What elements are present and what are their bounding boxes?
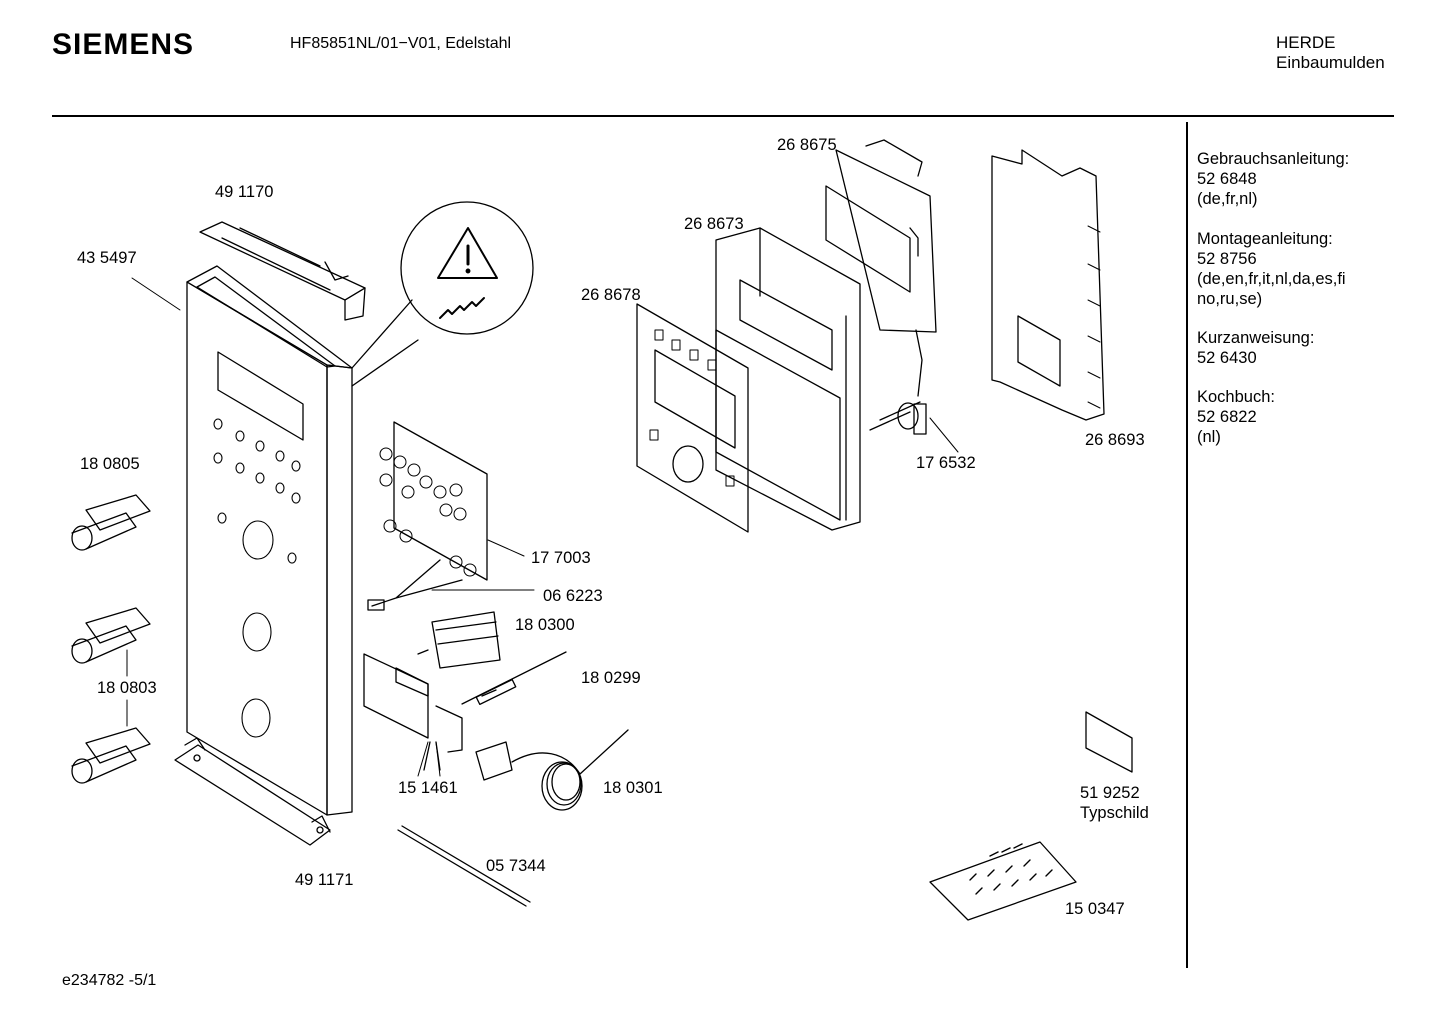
doc-title: Kurzanweisung:: [1197, 329, 1315, 347]
doc-montageanleitung: Montageanleitung: 52 8756 (de,en,fr,it,n…: [1197, 229, 1346, 309]
part-label: 17 6532: [916, 454, 976, 472]
model-title: HF85851NL/01−V01, Edelstahl: [290, 35, 512, 52]
selector-switch-drawing: [417, 611, 501, 669]
category-line-1: HERDE: [1276, 33, 1336, 52]
ribbon-module-drawing: [825, 139, 937, 333]
part-label: 51 9252: [1080, 784, 1140, 802]
doc-number: 52 6822: [1197, 408, 1257, 426]
rating-plate-drawing: [1085, 711, 1133, 773]
warning-detail-drawing: [351, 201, 534, 387]
part-label: 26 8673: [684, 215, 744, 233]
bracket-drawing: [363, 653, 463, 771]
doc-number: 52 6848: [1197, 170, 1257, 188]
part-label: 18 0803: [97, 679, 157, 697]
doc-title: Montageanleitung:: [1197, 230, 1333, 248]
doc-title: Gebrauchsanleitung:: [1197, 150, 1350, 168]
part-label: 15 0347: [1065, 900, 1125, 918]
part-label: 18 0805: [80, 455, 140, 473]
part-label: 43 5497: [77, 249, 137, 267]
part-label: 05 7344: [486, 857, 546, 875]
part-label: 26 8675: [777, 136, 837, 154]
doc-kochbuch: Kochbuch: 52 6822 (nl): [1197, 387, 1275, 447]
potentiometer-drawing: [869, 329, 927, 435]
part-label: 49 1170: [215, 183, 274, 201]
thermostat-drawing: [475, 729, 629, 811]
brand-logo: SIEMENS: [52, 28, 195, 61]
part-label: 49 1171: [295, 871, 354, 889]
display-module-drawing: [715, 227, 861, 531]
part-label: 15 1461: [398, 779, 458, 797]
doc-languages: (de,fr,nl): [1197, 190, 1258, 208]
connector-wire-drawing: [367, 559, 463, 611]
doc-kurzanweisung: Kurzanweisung: 52 6430: [1197, 328, 1314, 368]
doc-languages: (nl): [1197, 428, 1221, 446]
part-label: Typschild: [1080, 804, 1149, 822]
part-label: 06 6223: [543, 587, 603, 605]
category-line-2: Einbaumulden: [1276, 53, 1385, 72]
pcb-drawing: [379, 421, 488, 581]
shield-plate-drawing: [991, 149, 1105, 421]
header-rule: [52, 115, 1394, 117]
front-panel-drawing: [186, 265, 353, 816]
doc-languages: (de,en,fr,it,nl,da,es,fi: [1197, 270, 1346, 288]
part-label: 26 8693: [1085, 431, 1145, 449]
screw-bag-drawing: [929, 841, 1077, 921]
rod-drawing: [397, 825, 531, 907]
doc-number: 52 6430: [1197, 349, 1257, 367]
bottom-strip-drawing: [174, 737, 331, 846]
doc-languages-cont: no,ru,se): [1197, 290, 1263, 308]
sidebar-divider: [1186, 122, 1188, 968]
part-label: 18 0300: [515, 616, 575, 634]
leader-lines: [126, 277, 959, 777]
doc-number: 52 8756: [1197, 250, 1257, 268]
part-label: 17 7003: [531, 549, 591, 567]
part-label: 18 0299: [581, 669, 641, 687]
top-strip-drawing: [199, 221, 366, 321]
knob-drawings: [71, 494, 151, 784]
part-label: 18 0301: [603, 779, 663, 797]
part-label: 26 8678: [581, 286, 641, 304]
drawing-id: e234782 -5/1: [62, 972, 157, 989]
display-frame-drawing: [636, 303, 749, 533]
category: HERDE Einbaumulden: [1276, 33, 1385, 73]
doc-gebrauchsanleitung: Gebrauchsanleitung: 52 6848 (de,fr,nl): [1197, 149, 1349, 209]
doc-title: Kochbuch:: [1197, 388, 1275, 406]
sensor-cable-drawing: [461, 651, 567, 706]
